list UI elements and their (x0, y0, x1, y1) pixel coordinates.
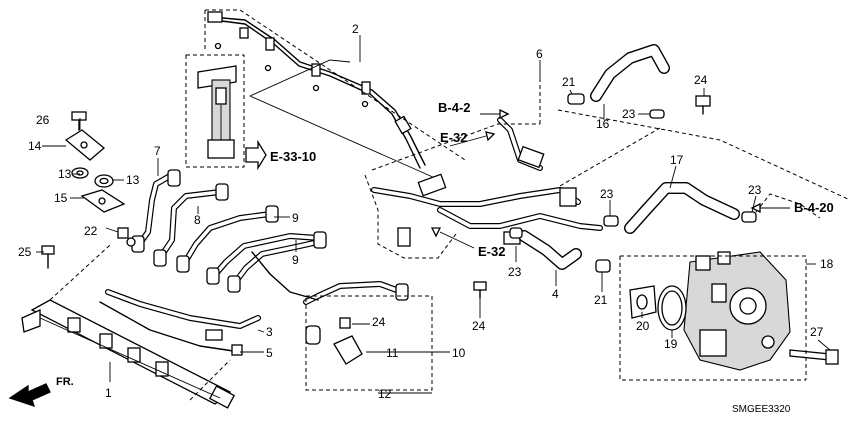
ref-b4-2[interactable]: B-4-2 (438, 100, 471, 115)
gasket-19 (657, 285, 687, 331)
callout-23b[interactable]: 23 (600, 187, 614, 201)
drawing-code: SMGEE3320 (732, 404, 791, 415)
clamp-11 (333, 317, 363, 365)
callout-1[interactable]: 1 (105, 386, 112, 400)
bolt-24-top (695, 95, 711, 115)
callout-5[interactable]: 5 (266, 346, 273, 360)
leader-lines (36, 88, 831, 394)
ref-arrow-e32-top (449, 131, 496, 147)
ref-arrow-b4-20 (750, 202, 790, 214)
callout-21a[interactable]: 21 (562, 75, 576, 89)
callout-14[interactable]: 14 (28, 139, 42, 153)
fuel-rail (21, 299, 235, 409)
callout-12[interactable]: 12 (378, 387, 392, 401)
callout-11[interactable]: 11 (386, 346, 399, 360)
callout-9a[interactable]: 9 (292, 211, 299, 225)
callout-10[interactable]: 10 (452, 346, 466, 360)
pipe-bracket (99, 289, 261, 356)
callout-16[interactable]: 16 (596, 117, 610, 131)
ref-arrow-e33 (245, 139, 267, 171)
callout-25[interactable]: 25 (18, 245, 32, 259)
ref-e32-bottom[interactable]: E-32 (478, 244, 505, 259)
callout-6[interactable]: 6 (536, 47, 543, 61)
callout-2[interactable]: 2 (352, 22, 359, 36)
ref-arrow-b4-2 (480, 108, 510, 120)
callout-3[interactable]: 3 (266, 325, 273, 339)
ref-arrow-e32-bottom (430, 227, 475, 249)
callout-17[interactable]: 17 (670, 153, 684, 167)
callout-23a[interactable]: 23 (622, 107, 636, 121)
fuel-pump (683, 251, 791, 371)
bolt-24-mid (473, 281, 487, 299)
callout-13b[interactable]: 13 (126, 173, 140, 187)
callout-24a[interactable]: 24 (694, 73, 708, 87)
injector-inset (197, 65, 237, 159)
callout-13a[interactable]: 13 (58, 167, 72, 181)
return-pipe (251, 251, 409, 305)
callout-20[interactable]: 20 (636, 319, 650, 333)
callout-7[interactable]: 7 (154, 144, 161, 158)
bolt-26 (71, 111, 87, 131)
callout-27[interactable]: 27 (810, 325, 824, 339)
bolt-27 (789, 349, 839, 365)
callout-4[interactable]: 4 (552, 287, 559, 301)
callout-24b[interactable]: 24 (372, 315, 386, 329)
hose-17 (624, 182, 740, 234)
injector-harness (207, 11, 426, 169)
ref-b4-20[interactable]: B-4-20 (794, 200, 834, 215)
callout-8[interactable]: 8 (194, 213, 201, 227)
callout-15[interactable]: 15 (54, 191, 68, 205)
grommet-12 (305, 325, 321, 345)
hose-4 (518, 230, 582, 270)
bracket-15 (80, 189, 126, 213)
callout-22[interactable]: 22 (84, 224, 98, 238)
callout-23c[interactable]: 23 (748, 183, 762, 197)
return-manifold (371, 117, 603, 247)
fuel-pipe-9a (176, 205, 279, 273)
bracket-20 (629, 285, 657, 319)
front-direction-arrow-icon (8, 383, 51, 408)
hose-16 (590, 44, 670, 102)
front-direction-label: FR. (56, 376, 74, 388)
grommet-13 (71, 167, 114, 188)
callout-9b[interactable]: 9 (292, 253, 299, 267)
ref-e32-top[interactable]: E-32 (440, 130, 467, 145)
callout-24c[interactable]: 24 (472, 319, 486, 333)
ref-e33-10[interactable]: E-33-10 (270, 149, 316, 164)
callout-26[interactable]: 26 (36, 113, 50, 127)
callout-18[interactable]: 18 (820, 257, 834, 271)
callout-21b[interactable]: 21 (594, 293, 608, 307)
callout-23d[interactable]: 23 (508, 265, 522, 279)
fuel-pipe-8 (153, 183, 229, 267)
bolt-22 (117, 227, 136, 247)
fuel-pipe-9b (206, 231, 327, 293)
bolt-25 (41, 245, 55, 269)
bracket-14 (64, 129, 106, 161)
callout-19[interactable]: 19 (664, 337, 678, 351)
hose-clamps (509, 93, 757, 273)
